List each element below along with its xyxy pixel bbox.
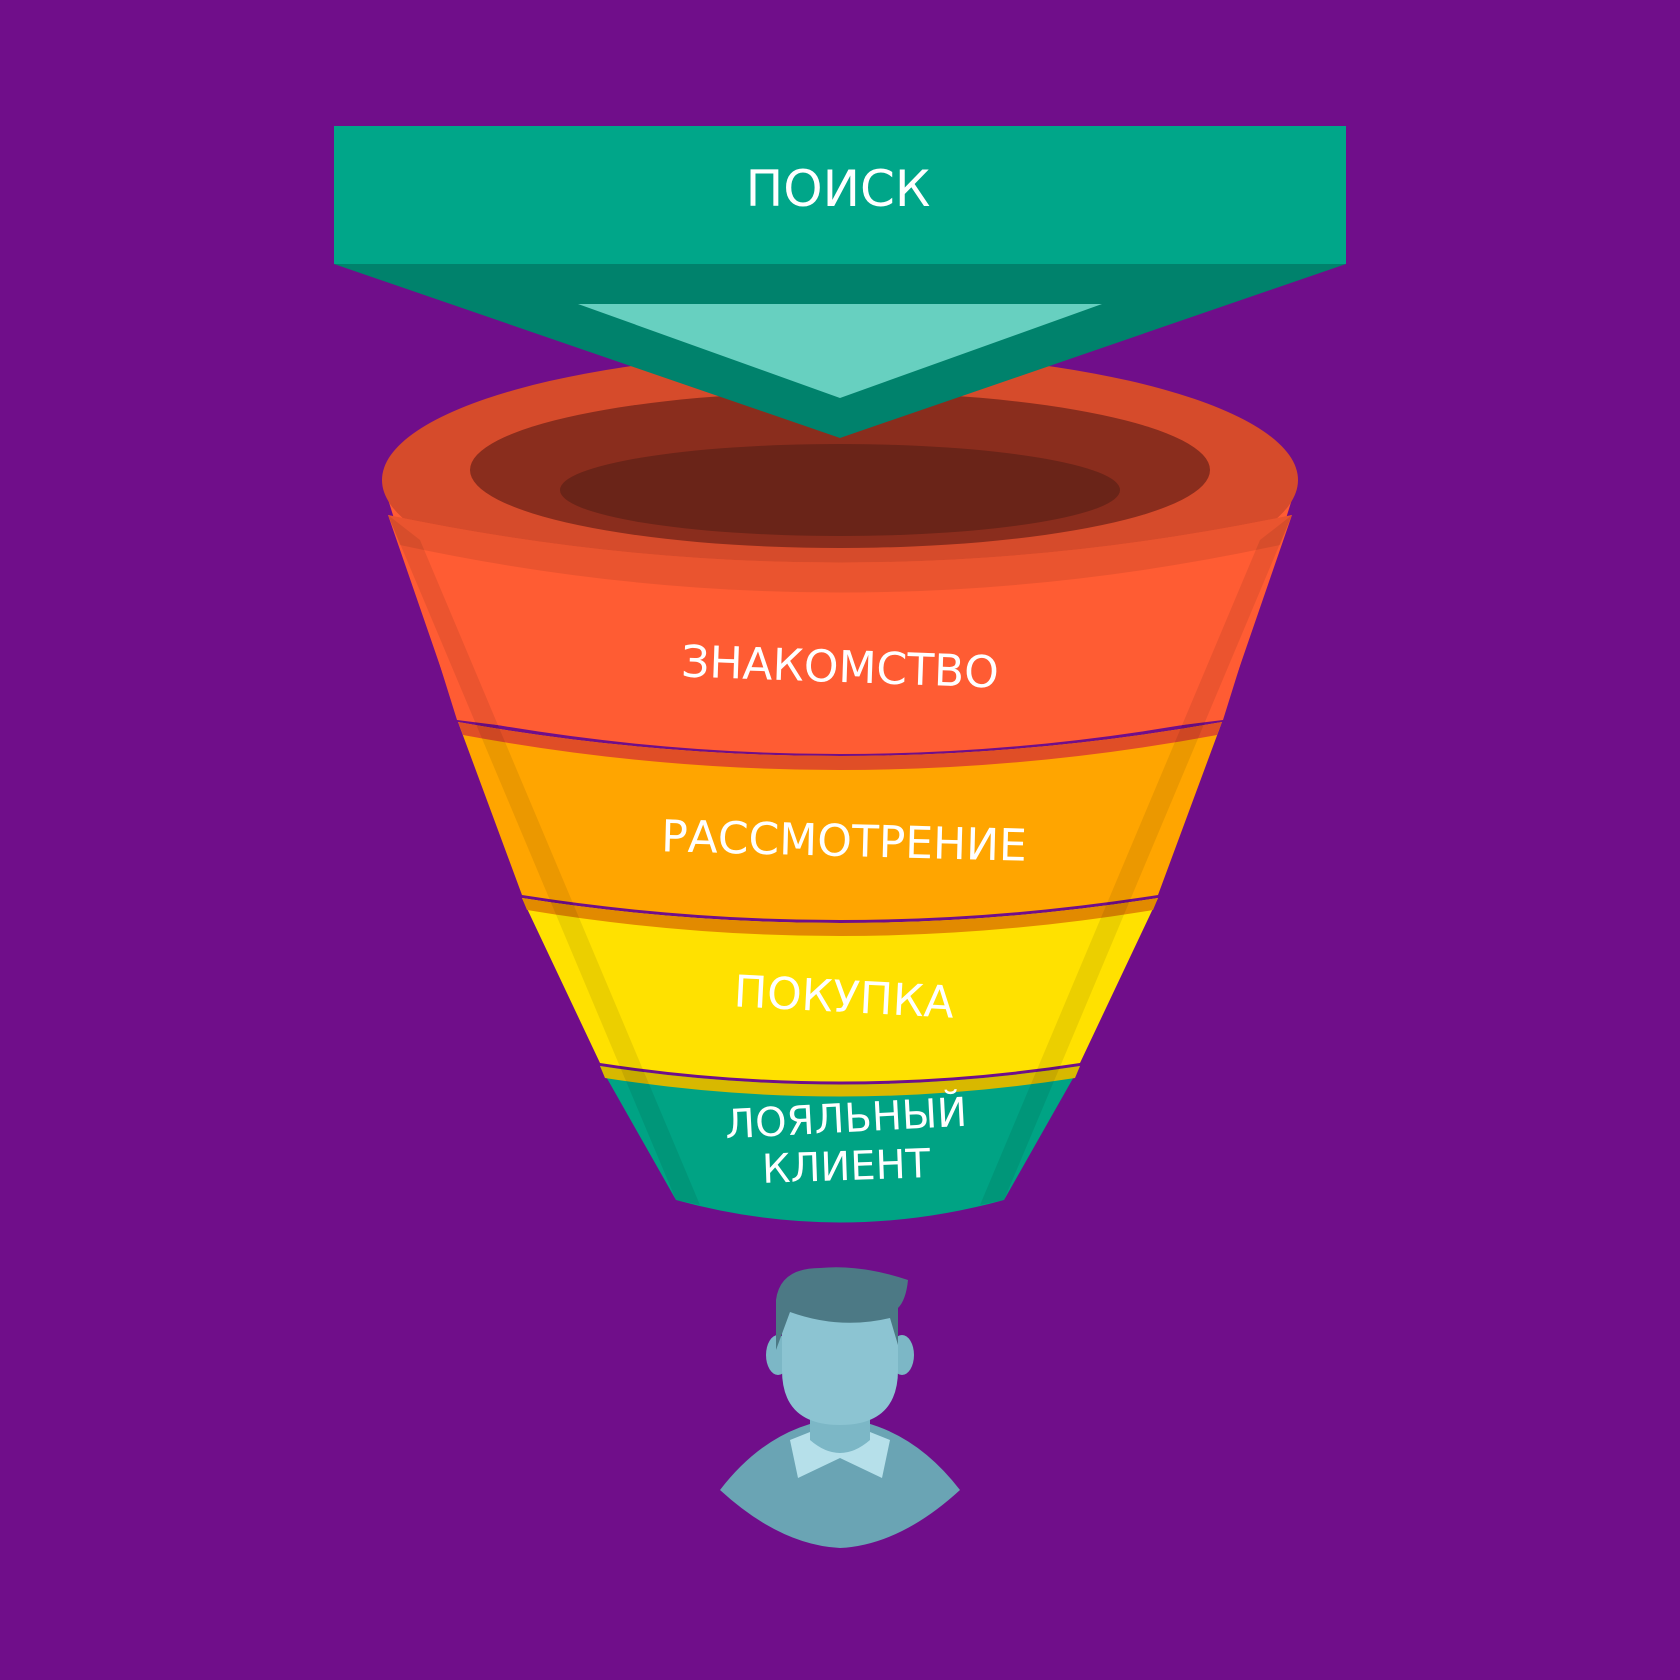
- funnel-opening-deep: [560, 444, 1120, 536]
- search-banner-box: [334, 126, 1346, 264]
- funnel: [382, 352, 1298, 1223]
- funnel-band-consideration: [458, 722, 1222, 920]
- search-banner: ПОИСК: [334, 126, 1346, 438]
- person-icon: [720, 1267, 960, 1548]
- funnel-band-loyalty: [600, 1066, 1080, 1223]
- stage-label-purchase: ПОКУПКА: [733, 966, 956, 1028]
- person-shoulders: [720, 1418, 960, 1548]
- funnel-band-awareness-shade: [388, 515, 1292, 593]
- funnel-side-shade-right: [980, 515, 1292, 1205]
- funnel-band-consideration-edge: [458, 722, 1222, 770]
- funnel-band-purchase-edge: [522, 898, 1158, 936]
- funnel-band-purchase: [522, 898, 1158, 1082]
- stage-label-consideration: РАССМОТРЕНИЕ: [661, 811, 1028, 872]
- down-arrow-icon: [578, 304, 1102, 398]
- stage-label-loyalty-line2: КЛИЕНТ: [761, 1141, 931, 1193]
- funnel-side-shade-left: [388, 515, 700, 1205]
- person-hair: [776, 1267, 908, 1350]
- search-label: ПОИСК: [746, 160, 931, 218]
- stage-label-awareness: ЗНАКОМСТВО: [680, 636, 999, 698]
- funnel-band-loyalty-edge: [600, 1066, 1080, 1097]
